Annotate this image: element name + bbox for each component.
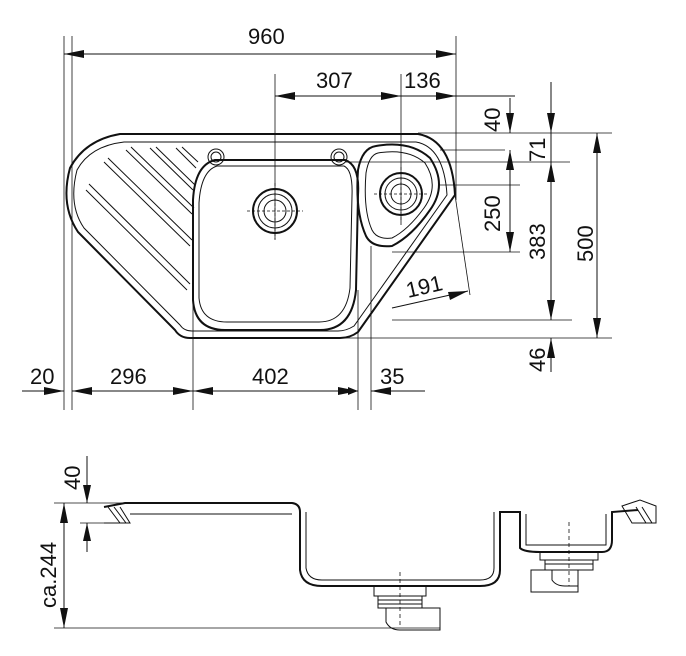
dim-label-46: 46 <box>525 348 550 372</box>
section-main-bowl <box>299 509 639 587</box>
dim-label-307: 307 <box>316 68 353 93</box>
main-bowl <box>192 159 360 331</box>
small-bowl-inner <box>364 151 433 239</box>
section-dim-label-40: 40 <box>60 466 85 490</box>
section-dim-label-244: ca.244 <box>36 542 61 608</box>
extension-lines <box>63 36 612 410</box>
section-rim-left <box>103 502 301 513</box>
dim-label-71: 71 <box>525 138 550 162</box>
plan-view: 960 307 136 40 71 250 383 500 191 46 20 … <box>22 24 612 410</box>
dim-label-136: 136 <box>404 68 441 93</box>
section-rim-right <box>621 499 657 524</box>
dim-label-960: 960 <box>248 24 285 49</box>
section-view: 40 ca.244 <box>36 456 657 631</box>
small-waste-fitting <box>530 522 599 593</box>
dim-label-296: 296 <box>110 364 147 389</box>
main-waste-fitting <box>373 572 441 631</box>
dim-label-20: 20 <box>30 364 54 389</box>
dim-label-40-top: 40 <box>480 108 505 132</box>
dimension-lines <box>22 50 601 395</box>
dim-label-383: 383 <box>525 223 550 260</box>
dim-label-35: 35 <box>380 364 404 389</box>
drainer-ribs <box>85 146 199 291</box>
tap-hole-right <box>330 148 348 166</box>
dim-label-402: 402 <box>252 364 289 389</box>
small-bowl <box>356 143 440 248</box>
dim-label-250: 250 <box>480 195 505 232</box>
main-bowl-inner <box>198 165 353 323</box>
dim-label-500: 500 <box>573 225 598 262</box>
tap-hole-left <box>207 148 225 166</box>
sink-outline <box>65 133 457 339</box>
sink-outline-inner <box>73 141 448 332</box>
